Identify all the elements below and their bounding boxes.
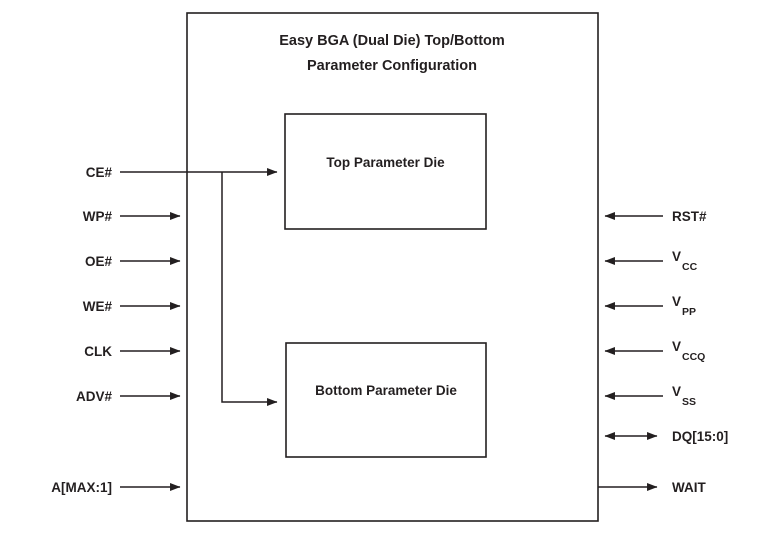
signal-vss: V SS [604, 384, 696, 408]
pin-label-oe: OE# [85, 254, 113, 269]
bottom-parameter-die-label: Bottom Parameter Die [315, 383, 457, 398]
pin-label-adv: ADV# [76, 389, 113, 404]
pin-label-vccq-subscript: CCQ [682, 351, 705, 363]
pin-label-wp: WP# [83, 209, 113, 224]
signal-address: A[MAX:1] [51, 480, 181, 495]
signal-wait: WAIT [598, 480, 706, 495]
signal-line-ce-bottom [221, 172, 278, 406]
pin-label-rst: RST# [672, 209, 707, 224]
pin-label-vpp-subscript: PP [682, 306, 696, 318]
signal-clk: CLK [84, 344, 181, 359]
pin-label-vpp: V [672, 294, 681, 309]
pin-label-address: A[MAX:1] [51, 480, 112, 495]
pin-label-we: WE# [83, 299, 113, 314]
signal-vcc: V CC [604, 249, 698, 273]
diagram-title-line-1: Easy BGA (Dual Die) Top/Bottom [279, 33, 505, 49]
top-parameter-die-box [284, 113, 487, 230]
signal-rst: RST# [604, 209, 707, 224]
pin-label-vss: V [672, 384, 681, 399]
pin-label-clk: CLK [84, 344, 112, 359]
pin-label-wait: WAIT [672, 480, 706, 495]
pin-label-vss-subscript: SS [682, 396, 696, 408]
diagram-title-line-2: Parameter Configuration [307, 58, 477, 74]
pin-label-vcc: V [672, 249, 681, 264]
pin-label-dq: DQ[15:0] [672, 429, 728, 444]
pin-label-vcc-subscript: CC [682, 261, 698, 273]
signal-ce: CE# [86, 165, 278, 406]
signal-dq: DQ[15:0] [604, 429, 728, 444]
pin-label-ce: CE# [86, 165, 113, 180]
signal-vpp: V PP [604, 294, 696, 318]
top-parameter-die-label: Top Parameter Die [326, 155, 445, 170]
signal-adv: ADV# [76, 389, 181, 404]
signal-oe: OE# [85, 254, 181, 269]
bottom-parameter-die-box [285, 342, 487, 458]
pin-label-vccq: V [672, 339, 681, 354]
signal-wp: WP# [83, 209, 181, 224]
signal-we: WE# [83, 299, 181, 314]
signal-vccq: V CCQ [604, 339, 705, 363]
